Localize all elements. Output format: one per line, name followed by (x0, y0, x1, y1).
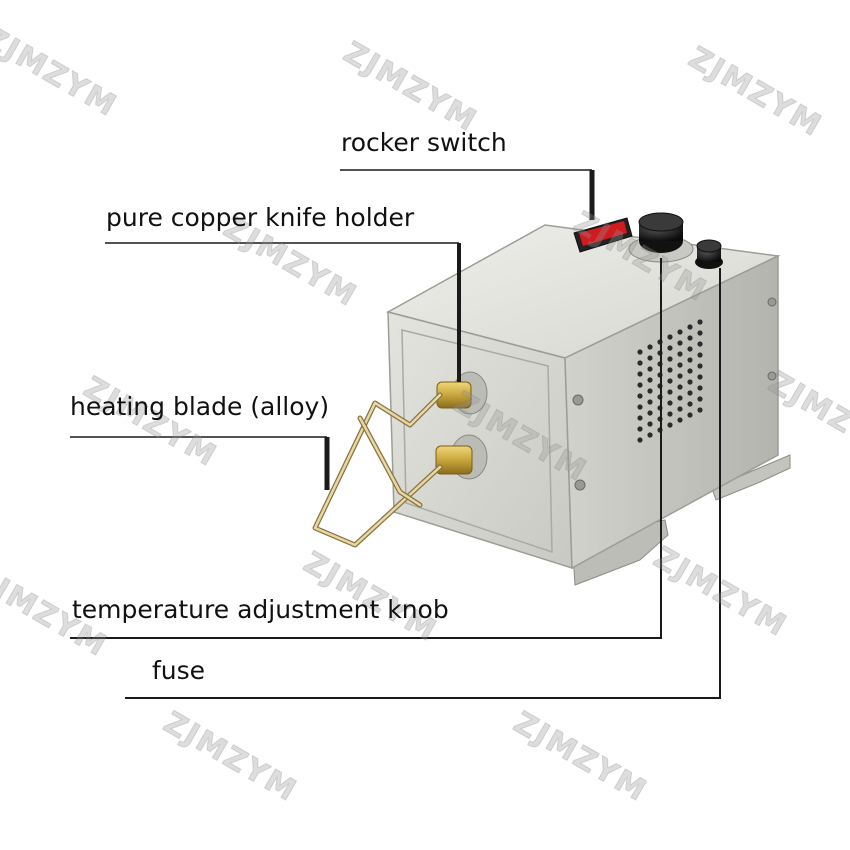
vent-hole (677, 340, 683, 346)
vent-hole (647, 410, 653, 416)
vent-hole (697, 341, 703, 347)
vent-hole (687, 401, 693, 407)
temperature-knob (628, 212, 694, 263)
vent-hole (647, 377, 653, 383)
vent-hole (637, 437, 643, 443)
vent-hole (637, 349, 643, 355)
vent-hole (687, 335, 693, 341)
vent-hole (637, 415, 643, 421)
vent-hole (667, 367, 673, 373)
vent-hole (677, 329, 683, 335)
vent-hole (637, 426, 643, 432)
vent-hole (687, 412, 693, 418)
leader-temperature-knob (70, 258, 662, 639)
vent-hole (667, 345, 673, 351)
vent-hole (667, 422, 673, 428)
rocker-switch (573, 217, 633, 253)
vent-hole (687, 324, 693, 330)
vent-hole (677, 384, 683, 390)
vent-hole (677, 395, 683, 401)
vent-hole (697, 396, 703, 402)
vent-hole (687, 379, 693, 385)
vent-hole (697, 385, 703, 391)
label-heating-blade: heating blade (alloy) (70, 392, 330, 421)
vent-hole (677, 373, 683, 379)
leader-lines (70, 169, 721, 699)
vent-hole (677, 351, 683, 357)
vent-hole (697, 363, 703, 369)
vent-hole (687, 390, 693, 396)
vent-hole (687, 357, 693, 363)
vent-hole (647, 432, 653, 438)
vent-hole (667, 356, 673, 362)
vent-hole (697, 352, 703, 358)
vent-hole (637, 404, 643, 410)
vent-hole (697, 319, 703, 325)
vent-hole (697, 374, 703, 380)
vent-hole (677, 406, 683, 412)
vent-hole (667, 400, 673, 406)
ventilation-grille (637, 319, 703, 443)
vent-hole (647, 388, 653, 394)
vent-hole (687, 346, 693, 352)
label-temperature-knob: temperature adjustment knob (72, 595, 449, 624)
knife-holders (435, 371, 488, 480)
vent-hole (687, 368, 693, 374)
vent-hole (637, 382, 643, 388)
fuse-holder (695, 239, 723, 269)
vent-hole (637, 371, 643, 377)
vent-hole (647, 399, 653, 405)
vent-hole (647, 421, 653, 427)
vent-hole (647, 366, 653, 372)
vent-hole (667, 411, 673, 417)
label-knife-holder: pure copper knife holder (106, 203, 415, 232)
label-fuse: fuse (152, 656, 206, 685)
vent-hole (677, 362, 683, 368)
heating-blade (312, 392, 443, 548)
label-rocker-switch: rocker switch (341, 128, 507, 157)
leader-fuse (125, 268, 721, 699)
front-panel-inset (401, 329, 553, 554)
vent-hole (697, 407, 703, 413)
vent-hole (677, 417, 683, 423)
vent-hole (647, 355, 653, 361)
vent-hole (667, 378, 673, 384)
vent-hole (637, 393, 643, 399)
vent-hole (637, 360, 643, 366)
vent-hole (647, 344, 653, 350)
vent-hole (667, 334, 673, 340)
vent-hole (667, 389, 673, 395)
vent-hole (697, 330, 703, 336)
